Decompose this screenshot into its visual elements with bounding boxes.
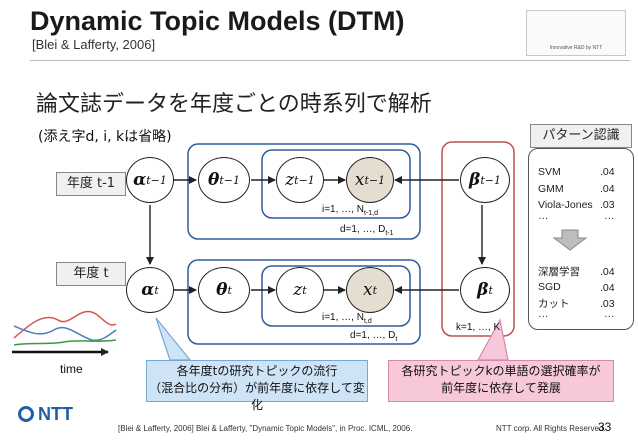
ntt-logo: NTT <box>18 404 73 425</box>
year-label-prev: 年度 t-1 <box>56 172 126 196</box>
ntt-logo-text: NTT <box>38 404 73 424</box>
pattern-word: Viola-Jones <box>538 199 593 211</box>
node-beta-prev-sub: t−1 <box>480 173 501 187</box>
slide-heading: 論文誌データを年度ごとの時系列で解析 <box>36 92 432 117</box>
callout-right-line1: 各研究トピックkの単語の選択確率が <box>401 364 601 378</box>
callout-right-line2: 前年度に依存して発展 <box>441 381 561 395</box>
plate-words-curr-text: i=1, …, N <box>322 312 364 323</box>
node-theta-curr-sub: t <box>227 283 232 297</box>
plate-words-prev-sub: t-1,d <box>363 210 378 217</box>
plate-docs-curr-text: d=1, …, D <box>350 330 396 341</box>
callout-alpha-explanation: 各年度tの研究トピックの流行 （混合比の分布）が前年度に依存して変化 <box>146 360 368 412</box>
company-logo: Innovative R&D by NTT <box>526 10 626 56</box>
callout-left-line1: 各年度tの研究トピックの流行 <box>176 364 338 378</box>
pattern-prob: .03 <box>600 199 615 211</box>
pattern-prob: … <box>604 210 615 222</box>
node-x-prev-symbol: x <box>354 170 365 190</box>
page-number: 33 <box>598 420 612 434</box>
node-theta-prev-symbol: θ <box>208 170 220 190</box>
node-beta-prev-symbol: β <box>469 170 481 190</box>
pattern-word: SVM <box>538 166 561 178</box>
node-z-prev-symbol: z <box>285 170 295 190</box>
plate-words-curr-sub: t,d <box>363 318 372 325</box>
pattern-prob: .04 <box>600 282 615 294</box>
doc-plate-prev <box>187 143 421 240</box>
topic-plate <box>441 141 515 337</box>
node-alpha-curr-symbol: α <box>141 280 155 300</box>
plate-label-docs-prev: d=1, …, Dt-1 <box>340 224 393 237</box>
time-axis-label: time <box>60 362 83 376</box>
node-theta-curr-symbol: θ <box>216 280 228 300</box>
trend-curve-red <box>13 310 117 339</box>
logo-text: Innovative R&D by NTT <box>549 45 603 51</box>
pattern-prob: .03 <box>600 298 615 310</box>
pattern-down-arrow <box>552 229 588 251</box>
pattern-word: 深層学習 <box>538 266 580 278</box>
node-z-curr-sub: t <box>302 283 307 297</box>
header-divider <box>30 60 630 61</box>
trend-curve-green <box>13 339 117 346</box>
node-x-curr-symbol: x <box>362 280 373 300</box>
ntt-logo-mark <box>18 406 34 422</box>
year-label-curr: 年度 t <box>56 262 126 286</box>
trend-curve-blue <box>13 325 117 342</box>
pattern-word: … <box>538 210 549 222</box>
callout-pointer-left <box>155 317 192 361</box>
pattern-prob: .04 <box>600 266 615 278</box>
pattern-prob: … <box>604 308 615 320</box>
pattern-word: カット <box>538 298 570 310</box>
word-plate-prev <box>261 149 411 219</box>
pattern-word: SGD <box>538 281 561 293</box>
plate-label-topics: k=1, …, K <box>456 322 501 333</box>
node-beta-curr-symbol: β <box>477 280 489 300</box>
node-z-prev-sub: t−1 <box>294 173 315 187</box>
plate-label-docs-curr: d=1, …, Dt <box>350 330 397 343</box>
node-x-prev-sub: t−1 <box>364 173 386 187</box>
plate-docs-prev-sub: t-1 <box>385 230 394 237</box>
plate-docs-prev-text: d=1, …, D <box>340 224 386 235</box>
node-alpha-prev-symbol: α <box>133 170 147 190</box>
pattern-word: … <box>538 308 549 320</box>
plate-label-words-curr: i=1, …, Nt,d <box>322 312 372 325</box>
plate-words-prev-text: i=1, …, N <box>322 204 364 215</box>
node-theta-prev-sub: t−1 <box>219 173 240 187</box>
doc-plate-curr <box>187 259 421 345</box>
word-plate-curr <box>261 265 411 327</box>
node-x-curr-sub: t <box>372 283 377 297</box>
callout-beta-explanation: 各研究トピックkの単語の選択確率が 前年度に依存して発展 <box>388 360 614 402</box>
subscript-note: (添え字d, i, kは省略) <box>38 129 172 145</box>
plate-docs-curr-sub: t <box>395 336 398 343</box>
node-beta-curr-sub: t <box>488 283 493 297</box>
node-z-curr-symbol: z <box>293 280 303 300</box>
pattern-word: GMM <box>538 183 564 195</box>
callout-left-line2: （混合比の分布）が前年度に依存して変化 <box>149 381 365 412</box>
pattern-header: パターン認識 <box>530 124 632 148</box>
pattern-prob: .04 <box>600 183 615 195</box>
copyright: NTT corp. All Rights Reserved. <box>496 424 606 433</box>
citation: [Blei & Lafferty, 2006] Blei & Lafferty,… <box>118 424 413 433</box>
node-alpha-curr-sub: t <box>154 283 159 297</box>
pattern-prob: .04 <box>600 166 615 178</box>
page-title: Dynamic Topic Models (DTM) <box>30 6 405 36</box>
pattern-word-list <box>528 148 634 330</box>
node-alpha-prev-sub: t−1 <box>146 173 167 187</box>
page-subtitle: [Blei & Lafferty, 2006] <box>32 37 156 52</box>
plate-label-words-prev: i=1, …, Nt-1,d <box>322 204 378 217</box>
